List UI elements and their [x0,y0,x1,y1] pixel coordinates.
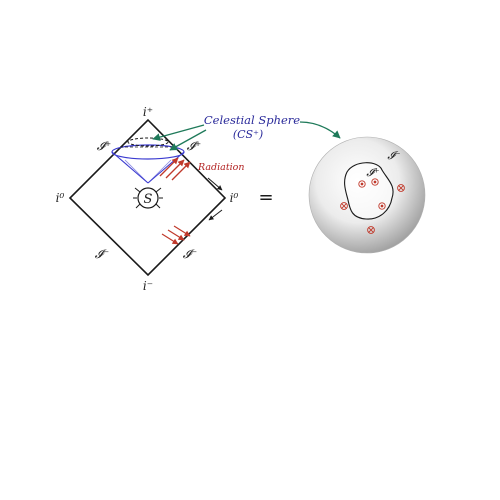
celestial-pointer-arrows [152,121,341,151]
penrose-diamond [68,118,227,277]
source-symbol: S [133,187,163,209]
scri-minus-right-label: 𝓘⁻ [183,247,197,261]
future-light-cone [111,137,185,184]
incoming-radiation-arrows [161,225,191,245]
radiation-label: Radiation [197,162,245,173]
i-plus-label: i⁺ [143,105,153,119]
boundary-arrows [207,177,223,221]
scri-plus-right-label: 𝓘⁺ [187,139,201,153]
source-label: S [144,192,153,207]
outgoing-radiation-arrows [159,157,191,181]
celestial-sphere-abbrev: (CS⁺) [233,128,263,141]
sphere-scri-minus-label: 𝓘⁻ [387,149,400,162]
i-minus-label: i⁻ [143,279,153,293]
i0-right-label: i⁰ [230,191,239,205]
incoming-point-markers [340,184,405,234]
equals-sign: = [258,187,273,208]
scri-plus-region [344,162,394,220]
i0-left-label: i⁰ [56,191,65,205]
scri-plus-left-label: 𝓘⁺ [97,139,111,153]
celestial-sphere-title: Celestial Sphere [204,113,300,127]
celestial-sphere: 𝓘⁺ 𝓘⁻ [308,136,426,254]
outgoing-point-markers [358,178,386,210]
sphere-scri-plus-label: 𝓘⁺ [366,166,379,179]
scri-minus-left-label: 𝓘⁻ [95,247,109,261]
